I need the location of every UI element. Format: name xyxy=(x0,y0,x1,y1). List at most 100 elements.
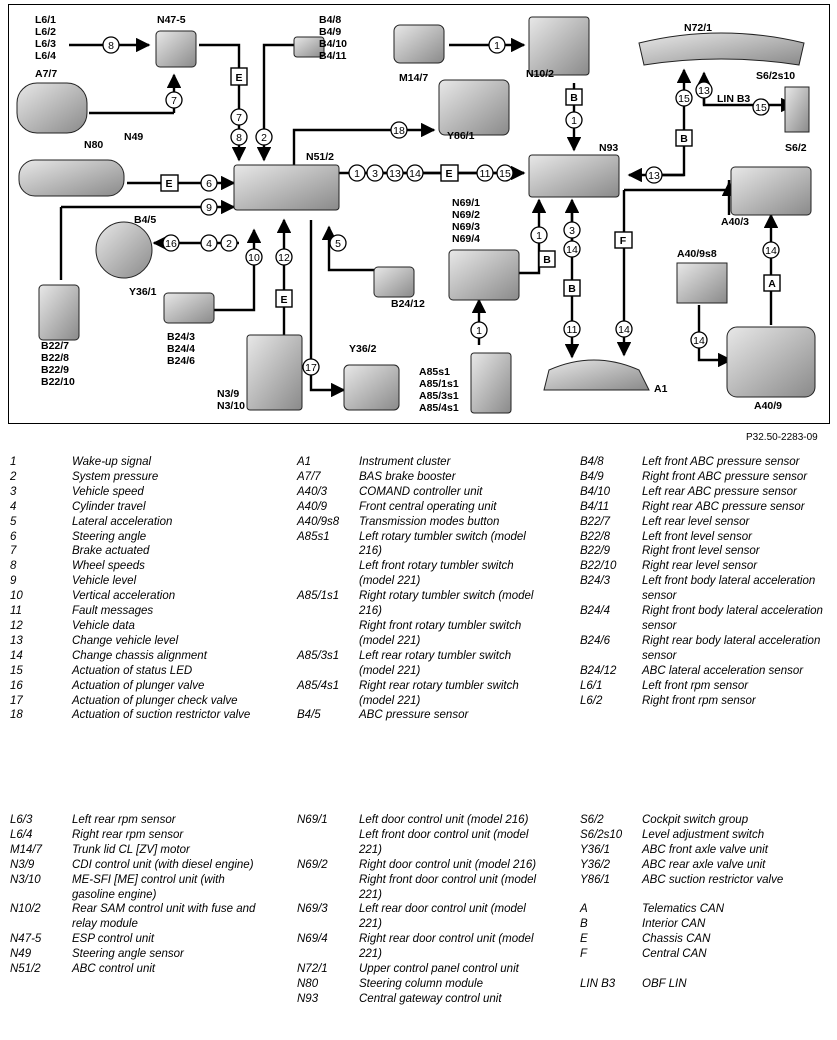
line-n69-to-n93 xyxy=(519,198,547,275)
legend-desc: Left front level sensor xyxy=(642,530,752,543)
diagram-label: B4/11 xyxy=(319,50,347,62)
diagram-label: 8 xyxy=(108,40,114,52)
b24-12-sensor xyxy=(373,266,415,298)
legend-code: B24/6 xyxy=(580,634,611,647)
legend-row: Left front rotary tumbler switch (model … xyxy=(297,559,542,589)
legend-code: N69/1 xyxy=(297,814,328,826)
legend-desc: Vehicle level xyxy=(72,575,137,588)
diagram-label: N47-5 xyxy=(157,14,186,26)
legend-desc: Central CAN xyxy=(642,948,707,961)
legend-code: F xyxy=(580,948,588,961)
legend-code: 3 xyxy=(10,485,17,498)
diagram-label: 9 xyxy=(206,202,212,214)
bus-b-2: B xyxy=(680,133,688,145)
b4-5-sensor xyxy=(95,221,153,279)
diagram-label: 1 xyxy=(354,168,360,180)
legend-desc: Right front rpm sensor xyxy=(642,694,756,707)
line-b4-to-n51 xyxy=(256,43,294,162)
diagram-label: 14 xyxy=(618,324,630,336)
legend-row: S6/2s10 Level adjustment switch xyxy=(580,828,830,843)
legend-code: L6/4 xyxy=(10,828,33,841)
diagram-label: B24/4 xyxy=(167,343,195,355)
n51-2-unit xyxy=(233,164,340,211)
diagram-label: L6/4 xyxy=(35,50,56,62)
y86-1-valve xyxy=(438,79,510,136)
diagram-label: A40/9s8 xyxy=(677,248,717,260)
diagram-label: LIN B3 xyxy=(717,93,750,105)
legend-code: N10/2 xyxy=(10,903,41,916)
legend-desc: Central gateway control unit xyxy=(359,992,502,1005)
legend-code: S6/2 xyxy=(580,814,604,826)
diagram-label: 6 xyxy=(206,178,212,190)
legend-code: 6 xyxy=(10,530,17,543)
legend-code: A1 xyxy=(297,456,312,468)
diagram-label: 10 xyxy=(248,252,260,264)
legend-code: B24/3 xyxy=(580,575,611,588)
diagram-label: 1 xyxy=(494,40,500,52)
legend-desc: Left rotary tumbler switch (model 216) xyxy=(359,530,526,558)
legend-desc: Right rear body lateral acceleration sen… xyxy=(642,634,821,662)
diagram-label: A40/9 xyxy=(754,400,782,412)
diagram-label: 15 xyxy=(678,93,690,105)
legend-row: Right front door control unit (model 221… xyxy=(297,873,542,903)
legend-desc: Right rear level sensor xyxy=(642,560,758,573)
legend-desc: Vertical acceleration xyxy=(72,590,176,603)
legend-code: 10 xyxy=(10,590,23,603)
diagram-label: N69/1 xyxy=(452,197,480,209)
legend-row: 10 Vertical acceleration xyxy=(10,589,260,604)
legend-desc: Steering column module xyxy=(359,977,484,990)
bus-e-2: E xyxy=(165,178,172,190)
diagram-label: 1 xyxy=(476,325,482,337)
legend-desc: Steering angle sensor xyxy=(72,948,184,961)
legend-code: S6/2s10 xyxy=(580,828,623,841)
legend-code: 9 xyxy=(10,575,17,588)
legend-code: L6/2 xyxy=(580,694,603,707)
legend-code: N72/1 xyxy=(297,963,328,976)
legend-desc: Left rear rotary tumbler switch (model 2… xyxy=(359,649,512,677)
a1-cluster xyxy=(543,359,650,391)
diagram-label: B24/3 xyxy=(167,331,195,343)
legend-code: Y86/1 xyxy=(580,873,611,886)
legend-code: 5 xyxy=(10,515,17,528)
n93-unit xyxy=(528,154,620,198)
b4-sensor xyxy=(293,36,325,58)
diagram-label: S6/2 xyxy=(785,142,807,154)
bus-b-1: B xyxy=(570,92,578,104)
legend-desc: Fault messages xyxy=(72,605,154,618)
legend-desc: Left rear door control unit (model 221) xyxy=(359,903,526,931)
legend-desc: Level adjustment switch xyxy=(642,828,765,841)
legend-code: N51/2 xyxy=(10,963,41,976)
diagram-label: 14 xyxy=(693,335,705,347)
legend-desc: Left rear rpm sensor xyxy=(72,814,176,826)
legend-code: A40/3 xyxy=(297,485,328,498)
legend-row xyxy=(580,888,830,903)
diagram-label: L6/1 xyxy=(35,14,56,26)
legend-desc: Brake actuated xyxy=(72,545,150,558)
diagram-label: 2 xyxy=(261,132,267,144)
diagram-label: 13 xyxy=(648,170,660,182)
diagram-label: 15 xyxy=(499,168,511,180)
legend-code: B4/11 xyxy=(580,500,610,513)
legend-code: N3/9 xyxy=(10,858,35,871)
legend-desc: Left front rpm sensor xyxy=(642,679,749,692)
legend-desc: ABC front axle valve unit xyxy=(642,843,768,856)
m14-7-motor xyxy=(393,24,445,64)
diagram-label: 3 xyxy=(372,168,378,180)
diagram-label: 3 xyxy=(569,225,575,237)
